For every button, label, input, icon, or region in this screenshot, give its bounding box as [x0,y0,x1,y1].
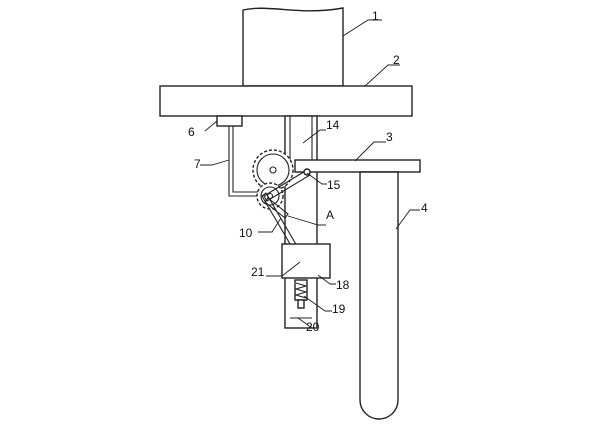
label-7: 7 [194,157,201,171]
part-1-column [242,7,344,87]
gear-small-hub [260,186,280,206]
label-10: 10 [239,226,253,240]
leader-10 [258,217,282,233]
label-19: 19 [332,302,346,316]
label-A: A [326,208,334,222]
part-7-wire [228,126,264,197]
leader-2 [364,64,400,87]
label-2: 2 [393,53,400,67]
leader-3 [354,141,386,162]
gear-large-axle [269,166,277,174]
label-3: 3 [386,130,393,144]
part-6-block [216,115,243,127]
leader-4 [395,209,420,230]
part-7-wire-inner [232,126,264,193]
label-20: 20 [306,320,320,334]
leader-6 [204,120,218,132]
leader-15 [306,172,327,185]
leader-A [287,215,326,226]
leader-7 [200,159,230,166]
label-14: 14 [326,118,340,132]
label-21: 21 [251,265,265,279]
leader-14 [302,129,326,144]
label-6: 6 [188,125,195,139]
label-4: 4 [421,201,428,215]
leader-18 [317,274,336,285]
part-2-plate [159,85,413,117]
part-A-link [264,197,289,219]
label-1: 1 [372,9,379,23]
part-4-tube [359,171,399,420]
leader-1 [342,19,382,37]
leader-21 [266,261,301,277]
part-19-spring [294,282,308,299]
part-18-slider [281,243,331,279]
label-15: 15 [327,178,341,192]
part-19-tip [297,299,305,309]
leader-19 [303,295,332,312]
part-15-pin [303,168,311,176]
part-3-arm [294,159,421,173]
leader-20 [297,317,318,329]
label-18: 18 [336,278,350,292]
